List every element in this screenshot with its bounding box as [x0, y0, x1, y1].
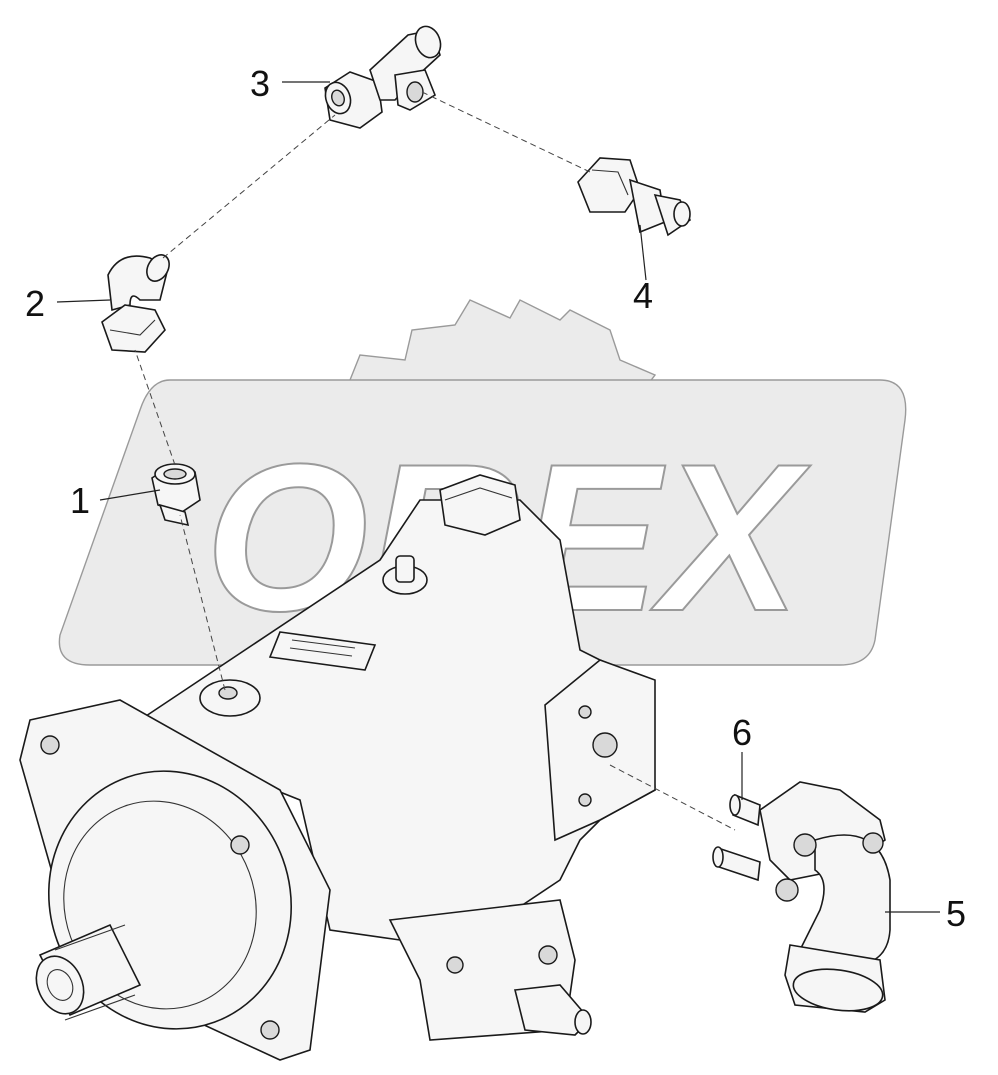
callout-6: 6 — [732, 712, 752, 753]
leader-lines — [56, 81, 940, 913]
part-6-bolts — [712, 793, 761, 882]
part-4-sensor — [577, 157, 692, 237]
callout-2: 2 — [25, 283, 45, 324]
callout-4: 4 — [633, 275, 653, 316]
callout-1: 1 — [70, 480, 90, 521]
hydraulic-motor — [19, 474, 656, 1061]
part-3-tee — [324, 25, 442, 129]
part-1-fitting — [151, 463, 201, 527]
callouts: 1 2 3 4 5 6 — [25, 63, 966, 934]
part-2-elbow — [101, 254, 170, 353]
assembly-lines — [134, 91, 736, 831]
callout-5: 5 — [946, 893, 966, 934]
part-5-flange-elbow — [759, 781, 891, 1013]
callout-3: 3 — [250, 63, 270, 104]
